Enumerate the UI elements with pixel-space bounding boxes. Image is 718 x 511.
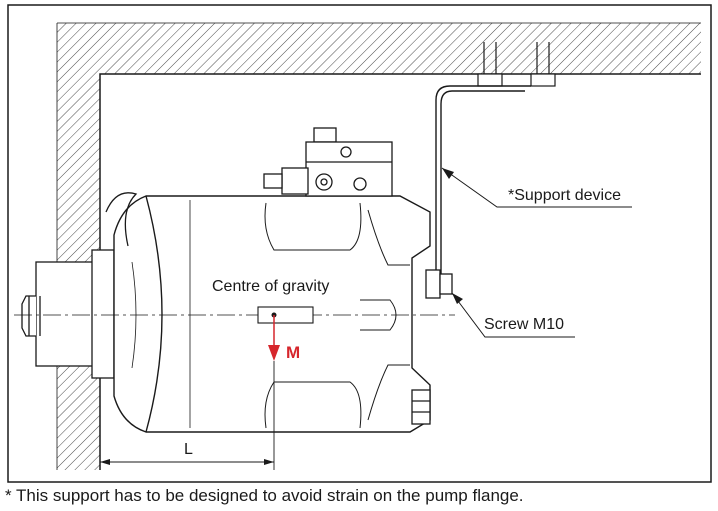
pump-flange [21,249,115,379]
moment-arrow-head [268,345,280,361]
centre-of-gravity-label: Centre of gravity [212,278,330,295]
footnote: * This support has to be designed to avo… [5,486,524,505]
ceiling-bolt [477,42,503,87]
support-bracket [435,85,531,292]
support-leader-arrow [442,168,454,179]
length-dimension-label: L [184,441,193,458]
ceiling-bolt [530,42,556,87]
screw-label: Screw M10 [484,316,565,333]
drain-hose [105,192,138,247]
control-valve-block [263,127,393,197]
side-bolt [411,389,431,425]
frame-border [7,4,712,483]
centre-of-gravity-box [257,306,314,324]
screw-leader-arrow [452,293,463,304]
wall-outer-edge [56,22,701,470]
moment-label: M [286,343,301,362]
dimension-arrow-left [100,459,110,465]
mounting-wall-hatched [57,23,701,470]
support-device-label: *Support device [508,187,621,204]
screw-leader [451,292,575,338]
support-device-leader [441,167,632,208]
dimension-arrow-right [264,459,274,465]
screw-m10 [425,269,453,299]
